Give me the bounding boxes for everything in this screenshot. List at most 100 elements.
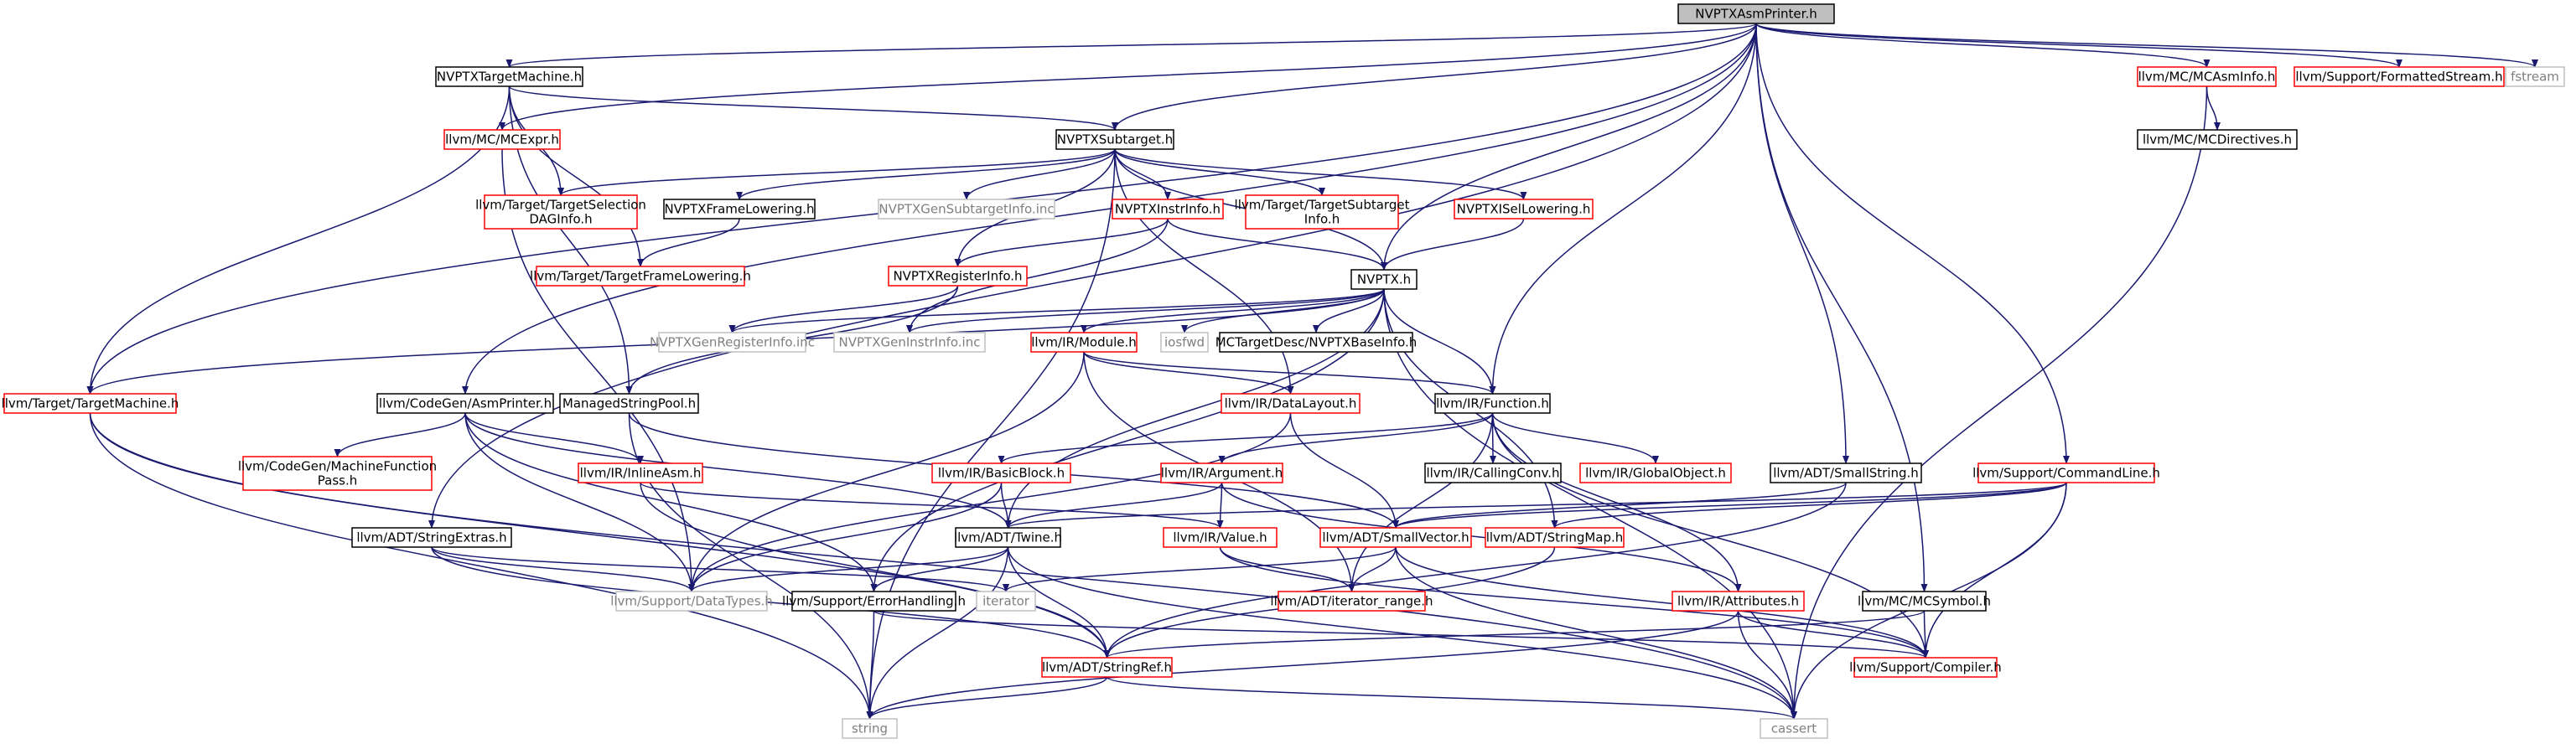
node-label: llvm/Support/ErrorHandling.h: [782, 594, 966, 609]
edge-asmprinter-to-mfpass: [334, 412, 466, 457]
node-tm_local[interactable]: NVPTXTargetMachine.h: [435, 66, 583, 87]
node-callingconv[interactable]: llvm/IR/CallingConv.h: [1424, 462, 1562, 483]
node-datalayout[interactable]: llvm/IR/DataLayout.h: [1221, 393, 1361, 414]
node-attributes[interactable]: llvm/IR/Attributes.h: [1672, 591, 1805, 612]
edge-argument-to-value: [1216, 482, 1224, 529]
node-box: [1454, 199, 1594, 220]
node-box: [1977, 462, 2155, 483]
node-stringref[interactable]: llvm/ADT/StringRef.h: [1041, 657, 1173, 678]
node-smallstring[interactable]: llvm/ADT/SmallString.h: [1770, 462, 1922, 483]
node-label: llvm/Support/DataTypes.h: [610, 594, 773, 609]
edge-root-to-function: [1489, 23, 1757, 395]
node-argument[interactable]: llvm/IR/Argument.h: [1160, 462, 1283, 483]
node-fstream: fstream: [2505, 66, 2565, 87]
node-label: NVPTXSubtarget.h: [1057, 132, 1173, 147]
edge-root-to-mcasminfo: [1755, 23, 2211, 68]
node-mcsymbol[interactable]: llvm/MC/MCSymbol.h: [1858, 591, 1991, 612]
node-basicblock[interactable]: llvm/IR/BasicBlock.h: [931, 462, 1071, 483]
edge-function-to-basicblock: [998, 412, 1494, 464]
node-isellow[interactable]: NVPTXISelLowering.h: [1454, 199, 1594, 220]
node-twine[interactable]: llvm/ADT/Twine.h: [954, 527, 1062, 548]
node-box: [955, 527, 1061, 548]
node-box: [1163, 527, 1278, 548]
node-label: llvm/ADT/StringMap.h: [1486, 530, 1624, 545]
node-box: [1160, 462, 1283, 483]
node-framelow[interactable]: NVPTXFrameLowering.h: [663, 199, 816, 220]
node-box: [1319, 527, 1472, 548]
edge-attributes-to-compiler: [1737, 610, 1929, 659]
edge-targetmachine-to-string: [89, 412, 873, 720]
node-instrinfo[interactable]: NVPTXInstrInfo.h: [1112, 199, 1224, 220]
node-irmodule[interactable]: llvm/IR/Module.h: [1030, 332, 1138, 353]
node-globalobj[interactable]: llvm/IR/GlobalObject.h: [1579, 462, 1732, 483]
node-root[interactable]: NVPTXAsmPrinter.h: [1677, 3, 1835, 24]
node-box: [1219, 332, 1413, 353]
edge-instrinfo-to-nvptx: [1167, 218, 1387, 271]
edge-datalayout-to-datatypes: [688, 412, 1292, 592]
node-mcasminfo[interactable]: llvm/MC/MCAsmInfo.h: [2137, 66, 2277, 87]
edge-irmodule-to-datalayout: [1083, 351, 1294, 395]
edge-errhandling-to-compiler: [873, 610, 1929, 659]
edge-instrinfo-to-reginfo: [954, 218, 1169, 267]
node-label: NVPTXAsmPrinter.h: [1695, 7, 1817, 22]
node-targetmachine[interactable]: llvm/Target/TargetMachine.h: [2, 393, 179, 414]
node-label: llvm/CodeGen/AsmPrinter.h: [379, 396, 552, 411]
node-msp[interactable]: ManagedStringPool.h: [559, 393, 699, 414]
edge-reginfo-to-genreg: [728, 285, 959, 333]
node-cmdline[interactable]: llvm/Support/CommandLine.h: [1972, 462, 2160, 483]
node-box: [1424, 462, 1562, 483]
node-fmtstream[interactable]: llvm/Support/FormattedStream.h: [2294, 66, 2505, 87]
edge-root-to-tm_local: [506, 23, 1757, 68]
node-subtarget[interactable]: NVPTXSubtarget.h: [1055, 129, 1174, 150]
node-label: llvm/Target/TargetSelection: [475, 198, 646, 213]
node-reginfo[interactable]: NVPTXRegisterInfo.h: [888, 266, 1028, 287]
node-box: [1672, 591, 1805, 612]
edge-root-to-nvptx: [1381, 23, 1757, 271]
node-compiler[interactable]: llvm/Support/Compiler.h: [1849, 657, 2002, 678]
node-label: NVPTXTargetMachine.h: [437, 70, 582, 85]
edge-mcsymbol-to-compiler: [1921, 610, 1929, 659]
node-mcexpr[interactable]: llvm/MC/MCExpr.h: [443, 129, 561, 150]
node-mcdirectives[interactable]: llvm/MC/MCDirectives.h: [2137, 129, 2298, 150]
node-errhandling[interactable]: llvm/Support/ErrorHandling.h: [782, 591, 966, 612]
node-strextras[interactable]: llvm/ADT/StringExtras.h: [351, 527, 512, 548]
node-function[interactable]: llvm/IR/Function.h: [1434, 393, 1551, 414]
node-value[interactable]: llvm/IR/Value.h: [1163, 527, 1278, 548]
node-box: [1160, 332, 1209, 353]
node-label: iterator: [982, 594, 1030, 609]
node-label: llvm/Target/TargetMachine.h: [2, 396, 179, 411]
node-box: [2294, 66, 2505, 87]
node-iosfwd: iosfwd: [1160, 332, 1209, 353]
node-box: [1760, 718, 1828, 739]
node-iterator: iterator: [976, 591, 1036, 612]
node-smallvector[interactable]: llvm/ADT/SmallVector.h: [1319, 527, 1472, 548]
node-box: [1278, 591, 1426, 612]
edge-mcasminfo-to-cassert: [1791, 85, 2208, 720]
node-box: [2137, 66, 2277, 87]
node-label: llvm/Target/TargetSubtarget: [1235, 198, 1410, 213]
edge-strextras-to-iterator: [431, 546, 1009, 592]
node-label: NVPTXRegisterInfo.h: [893, 269, 1022, 284]
node-tframelow[interactable]: llvm/Target/TargetFrameLowering.h: [530, 266, 751, 287]
node-box: [578, 462, 703, 483]
node-label: string: [852, 721, 888, 736]
edge-root-to-mcexpr: [499, 23, 1757, 131]
node-stringmap[interactable]: llvm/ADT/StringMap.h: [1485, 527, 1625, 548]
node-inlineasm[interactable]: llvm/IR/InlineAsm.h: [578, 462, 703, 483]
node-box: [1055, 129, 1174, 150]
edge-root-to-strextras: [428, 23, 1757, 529]
node-label: NVPTXISelLowering.h: [1457, 202, 1591, 217]
node-box: [351, 527, 512, 548]
edge-inlineasm-to-value: [640, 482, 1224, 529]
node-label: llvm/IR/DataLayout.h: [1225, 396, 1357, 411]
node-baseinfo[interactable]: MCTargetDesc/NVPTXBaseInfo.h: [1215, 332, 1418, 353]
node-nvptx[interactable]: NVPTX.h: [1350, 269, 1418, 290]
node-label: llvm/ADT/SmallVector.h: [1322, 530, 1469, 545]
node-label: llvm/IR/GlobalObject.h: [1585, 466, 1726, 481]
node-iterrange[interactable]: llvm/ADT/iterator_range.h: [1270, 591, 1433, 612]
node-asmprinter[interactable]: llvm/CodeGen/AsmPrinter.h: [376, 393, 554, 414]
edge-subtarget-to-isellow: [1114, 148, 1527, 200]
